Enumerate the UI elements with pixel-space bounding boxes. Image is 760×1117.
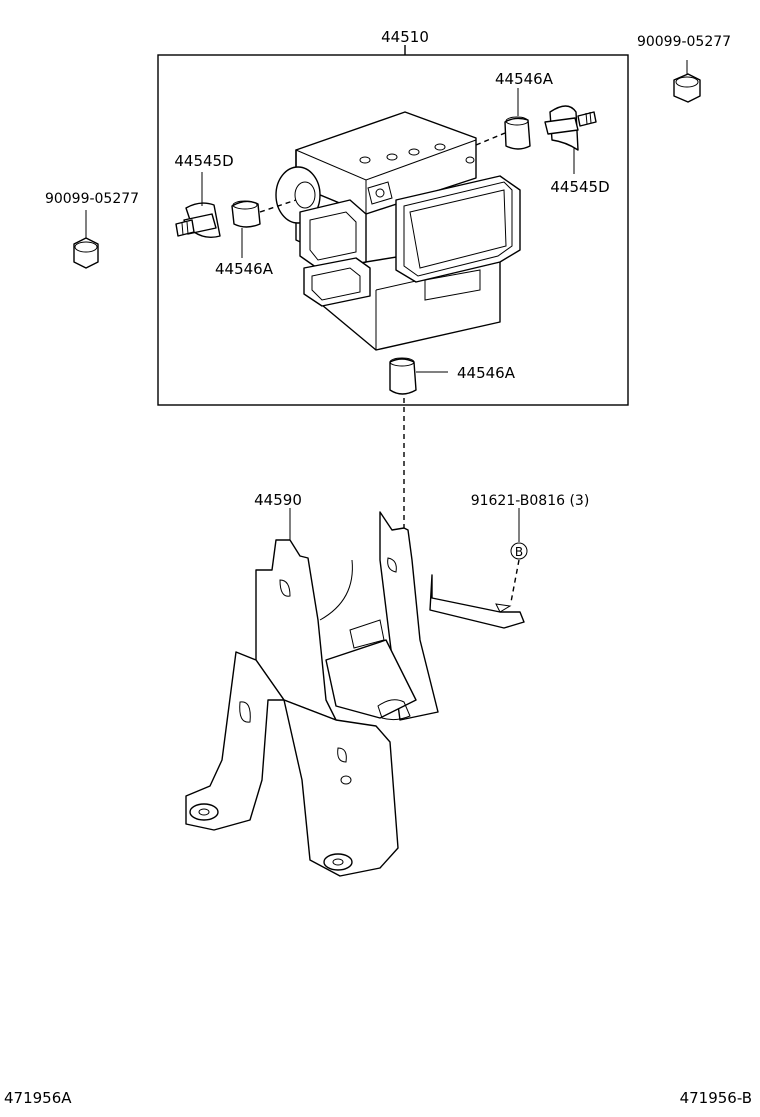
assembly-frame <box>157 54 629 406</box>
label-stud-left: 44545D <box>174 152 233 170</box>
stud-left <box>175 202 221 239</box>
bolt-axis <box>510 559 520 603</box>
cushion-left <box>231 200 261 228</box>
label-bolt: 91621-B0816 (3) <box>471 493 590 509</box>
label-cushion-bottom: 44546A <box>457 364 516 382</box>
nut-left <box>73 210 99 269</box>
label-nut-left: 90099-05277 <box>45 191 139 207</box>
assembly-label: 44510 <box>381 28 429 46</box>
cushion-bottom <box>389 357 417 395</box>
label-bracket: 44590 <box>254 491 302 509</box>
cushion-top-axis <box>475 132 506 146</box>
bracket <box>185 511 525 877</box>
footer-left-code: 471956A <box>4 1089 72 1107</box>
bolt-callout-circle <box>510 542 528 560</box>
label-stud-right: 44545D <box>550 178 609 196</box>
label-cushion-top: 44546A <box>495 70 554 88</box>
label-cushion-left: 44546A <box>215 260 274 278</box>
stud-right <box>544 105 597 151</box>
cushion-top <box>504 116 531 150</box>
label-nut-top-right: 90099-05277 <box>637 34 731 50</box>
footer-right-code: 471956-B <box>680 1089 752 1107</box>
abs-actuator <box>275 111 521 351</box>
cushion-left-axis <box>259 199 297 213</box>
nut-top-right <box>673 60 701 103</box>
bolt-callout-letter: B <box>515 545 523 559</box>
